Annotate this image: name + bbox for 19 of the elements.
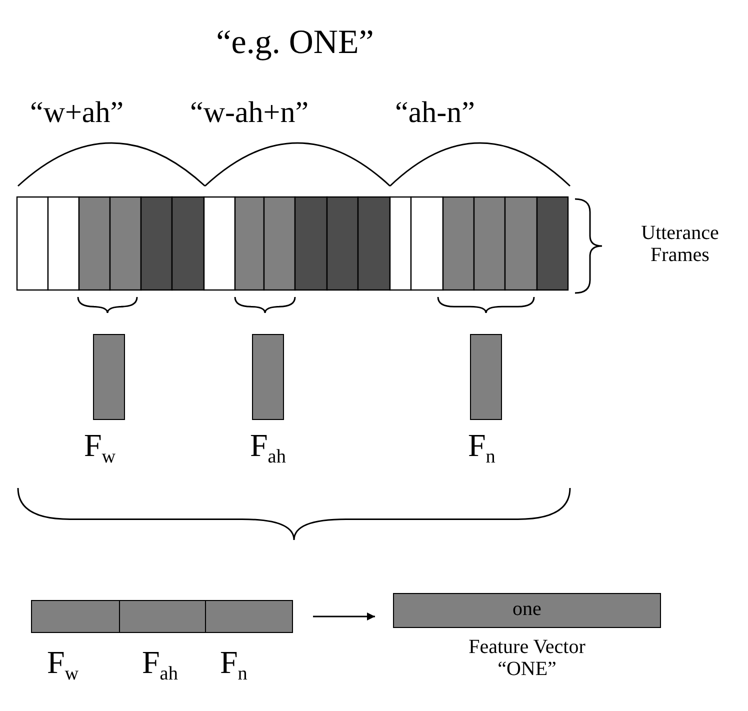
feature-label: F$_{ah}$ (250, 428, 286, 468)
bar-label: one (512, 597, 542, 621)
feature-bar (31, 600, 293, 633)
feature-label: F$_{w}$ (47, 645, 79, 685)
feature-bar (470, 334, 502, 420)
phone-label: “w+ah” (30, 96, 124, 129)
feature-label: F$_{n}$ (468, 428, 496, 468)
title: “e.g. ONE” (215, 24, 375, 62)
feature-vector-bar (393, 593, 661, 628)
axis-label: Utterance Frames (640, 222, 720, 266)
phone-label: “w-ah+n” (190, 96, 309, 129)
phone-label: “ah-n” (395, 96, 475, 129)
arrow (313, 612, 375, 620)
feature-label: F$_{w}$ (84, 428, 116, 468)
feature-bar (93, 334, 125, 420)
feature-label: F$_{ah}$ (142, 645, 178, 685)
feature-bar (252, 334, 284, 420)
feature-label: F$_{n}$ (220, 645, 248, 685)
caption-text: Feature Vector “ONE” (468, 636, 586, 680)
